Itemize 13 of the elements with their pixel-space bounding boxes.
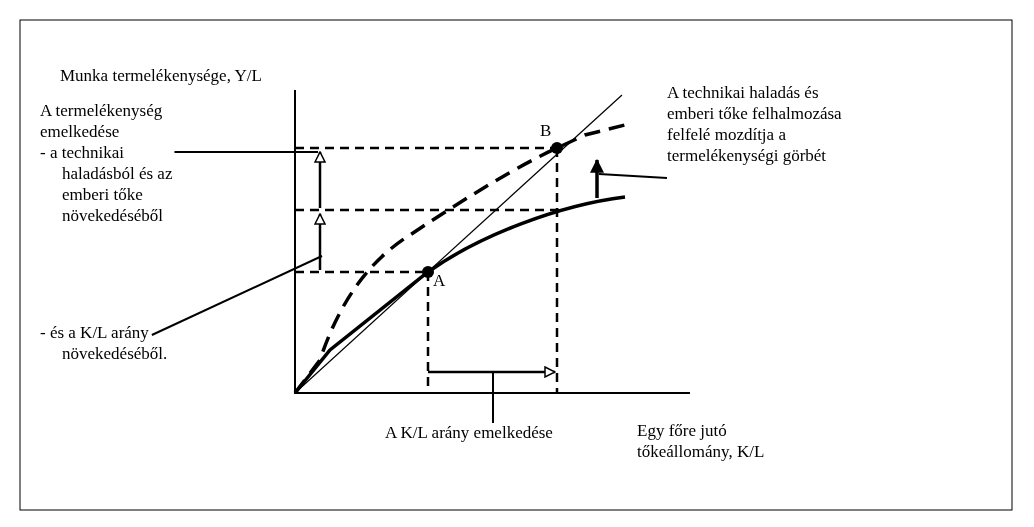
- point-label: B: [540, 120, 552, 141]
- axis-title: Munka termelékenysége, Y/L: [60, 65, 262, 86]
- leader-line: [492, 372, 494, 424]
- leader-line: [150, 255, 323, 336]
- axis-title: Egy főre jutó tőkeállomány, K/L: [637, 420, 766, 462]
- annotation-text: A technikai haladás és emberi tőke felhalmozása felfelé mozdítja a termelékenységi görbét: [667, 82, 867, 166]
- annotation-text: - a technikai haladásból és az emberi tőke növekedéséből: [40, 142, 200, 226]
- leader-line: [598, 173, 668, 179]
- annotation-text: A K/L arány emelkedése: [385, 422, 553, 443]
- heading-text: A termelékenység emelkedése: [40, 100, 164, 142]
- point-label: A: [433, 270, 446, 291]
- leader-line: [173, 151, 319, 153]
- annotation-text: - és a K/L arány növekedéséből.: [40, 322, 200, 364]
